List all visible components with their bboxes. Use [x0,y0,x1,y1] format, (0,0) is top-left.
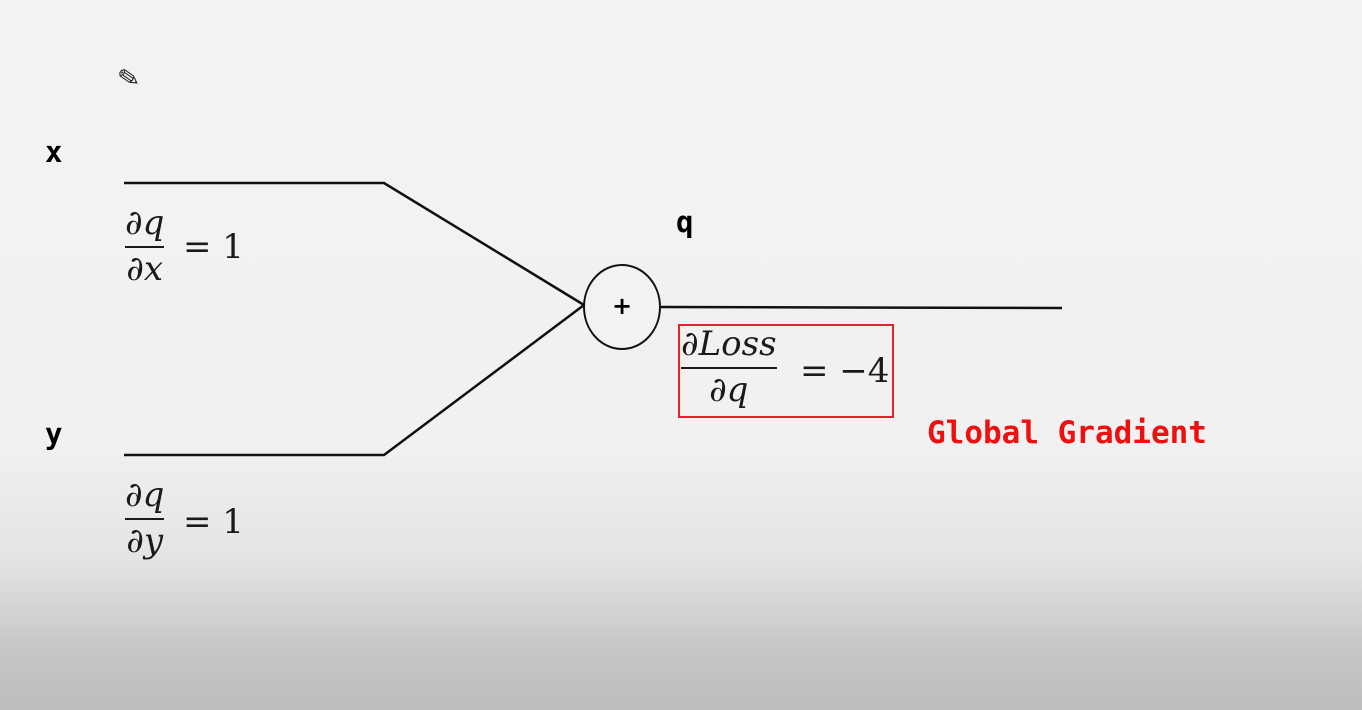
add-node [583,264,661,350]
gradient-dloss-dq-numerator: ∂Loss [681,324,777,364]
gradient-dq-dx-value: = 1 [183,227,244,267]
gradient-dloss-dq-denominator: ∂q [709,370,749,410]
global-gradient-annotation: Global Gradient [927,415,1207,451]
gradient-dq-dy-value: = 1 [183,502,244,542]
node-q-label: q [676,205,694,239]
gradient-dloss-dq-value: = −4 [800,351,890,391]
node-y-label: y [45,417,63,451]
gradient-dq-dx-denominator: ∂x [126,249,164,289]
global-gradient-highlight [678,324,894,418]
fraction-bar [125,518,165,520]
node-x-label: x [45,135,63,169]
gradient-dloss-dq-fraction: ∂Loss ∂q [681,327,777,407]
edge-x [124,181,585,307]
fraction-bar [125,246,165,248]
gradient-dq-dy-fraction: ∂q ∂y [125,475,165,561]
fraction-bar [681,367,777,369]
add-operator-label: + [612,292,633,320]
gradient-dq-dx-numerator: ∂q [125,203,165,243]
gradient-dq-dy-denominator: ∂y [126,521,164,561]
gradient-dq-dx-fraction: ∂q ∂x [125,203,165,289]
gradient-dq-dy-numerator: ∂q [125,475,165,515]
edge-y [124,304,585,457]
edge-q [660,305,1063,310]
